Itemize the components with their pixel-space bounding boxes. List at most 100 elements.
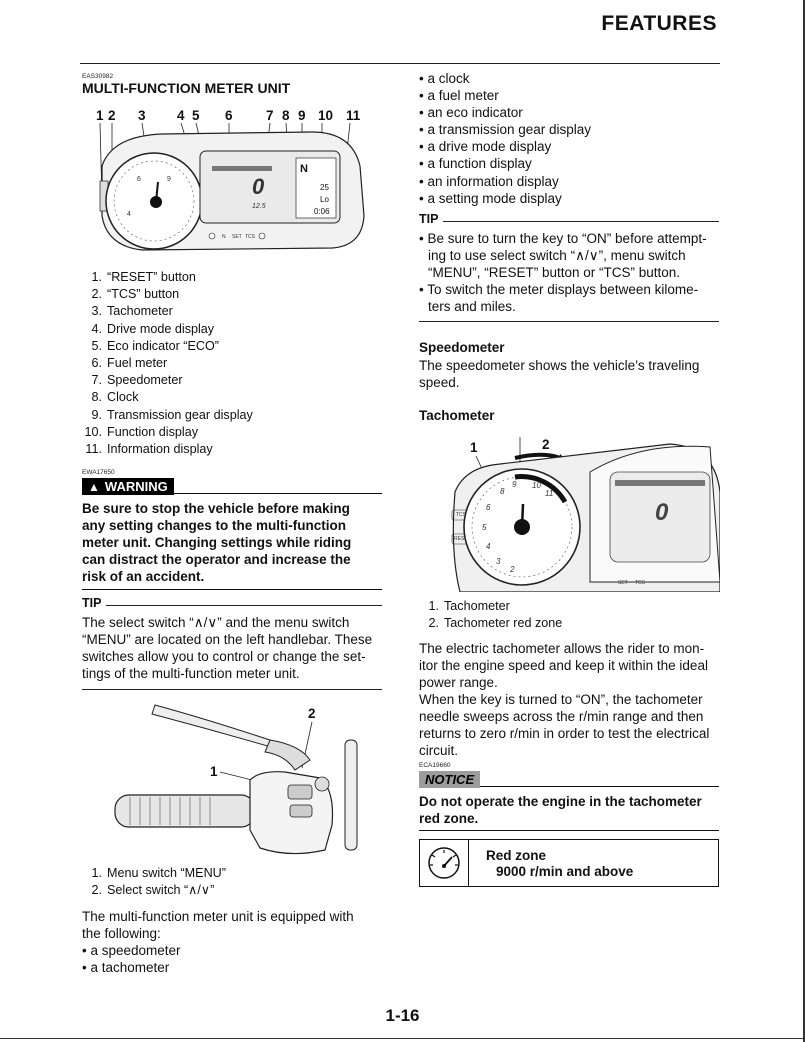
tip-end-rule-right [419,321,719,322]
list-item: 2.Tachometer red zone [428,616,563,631]
speedometer-text: The speedometer shows the vehicle’s trav… [419,358,700,390]
meter-lo-display: Lo [320,195,329,204]
list-item: 11.Information display [85,442,213,457]
handlebar-illustration: 2 1 [110,700,370,860]
red-zone-box: Red zone 9000 r/min and above [419,839,719,887]
svg-text:9: 9 [512,480,517,489]
svg-text:6: 6 [486,503,491,512]
handlebar-callout-2: 2 [308,706,316,721]
warning-end-rule [82,589,382,590]
page-edge-rule [803,0,805,1042]
notice-code: ECA19660 [419,762,451,769]
meter-callout-8: 8 [282,108,290,123]
tachometer-gauge-icon [420,840,469,886]
meter-clock-display: 0:06 [314,207,330,216]
svg-text:TCS: TCS [635,580,646,586]
list-item: 1.Tachometer [428,599,510,613]
meter-callout-7: 7 [266,108,274,123]
list-item: 2.Select switch “∧/∨” [91,883,215,898]
list-item: • a speedometer [82,943,181,958]
list-item: • a fuel meter [419,88,499,104]
svg-text:4: 4 [127,211,131,218]
list-item: • a function display [419,156,532,172]
svg-text:9: 9 [167,176,171,183]
tachometer-parts-list: 1.Tachometer 2.Tachometer red zone [419,598,562,632]
handlebar-callout-1: 1 [210,764,218,779]
list-item: 8.Clock [91,390,139,405]
warning-code: EWA17650 [82,469,115,476]
svg-text:N: N [222,234,226,240]
meter-odo-display: 12.5 [252,203,266,210]
svg-text:SET: SET [618,580,628,586]
svg-text:11: 11 [545,489,553,498]
svg-text:6: 6 [137,176,141,183]
equipped-list-right: • a clock • a fuel meter • an eco indica… [419,70,591,207]
notice-end-rule [419,830,719,831]
red-zone-title: Red zone [486,848,547,863]
meter-gear-display: N [300,163,308,175]
page-number: 1-16 [385,1006,420,1025]
list-item: 10.Function display [84,424,199,439]
list-item: • a drive mode display [419,139,552,155]
tachometer-heading: Tachometer [419,408,495,423]
list-item: 3.Tachometer [91,304,173,319]
warning-text: Be sure to stop the vehicle before makin… [82,501,352,584]
meter-callout-10: 10 [318,108,333,123]
meter-parts-list: 1.“RESET” button 2.“TCS” button 3.Tachom… [82,269,253,458]
svg-text:3: 3 [496,557,501,566]
svg-text:2: 2 [509,565,515,574]
list-item: 9.Transmission gear display [91,407,253,422]
list-item: 1.“RESET” button [91,270,196,284]
meter-callout-9: 9 [298,108,306,123]
tip-text-right: • Be sure to turn the key to “ON” before… [419,231,707,314]
page-header-title: FEATURES [601,12,717,35]
meter-callout-11: 11 [346,108,361,123]
section-code: EAS30982 [82,73,114,80]
meter-callout-1: 1 [96,108,104,123]
list-item: • an information display [419,173,559,189]
handlebar-parts-list: 1.Menu switch “MENU” 2.Select switch “∧/… [82,865,226,899]
equipped-intro: The multi-function meter unit is equippe… [82,909,354,941]
list-item: • a transmission gear display [419,122,592,138]
svg-text:TCS: TCS [456,512,467,518]
list-item: • a clock [419,71,470,86]
list-item: 1.Menu switch “MENU” [91,866,226,880]
tip-end-rule [82,689,382,690]
equipped-list-left: • a speedometer • a tachometer [82,942,181,976]
meter-callout-6: 6 [225,108,233,123]
header-rule [80,63,720,64]
tip-header: TIP [82,596,382,610]
list-item: 7.Speedometer [91,373,183,388]
red-zone-value: 9000 r/min and above [496,864,634,879]
section-title: MULTI-FUNCTION METER UNIT [82,80,291,96]
meter-callout-4: 4 [177,108,185,123]
list-item: 5.Eco indicator “ECO” [91,338,219,353]
tip-text: The select switch “∧/∨” and the menu swi… [82,615,373,681]
tach-callout-1: 1 [470,440,478,455]
list-item: 2.“TCS” button [91,287,180,302]
notice-header: NOTICE [419,771,719,788]
svg-text:0: 0 [655,499,669,526]
warning-header: ▲WARNING [82,478,382,495]
svg-text:5: 5 [482,523,487,532]
svg-text:0: 0 [252,174,265,199]
list-item: • a setting mode display [419,190,562,206]
meter-illustration: 1 2 3 4 5 6 7 8 9 10 11 [82,106,382,256]
svg-text:RESET: RESET [454,536,471,542]
meter-temp-display: 25 [320,183,329,192]
svg-text:TCS: TCS [245,234,256,240]
list-item: • an eco indicator [419,105,523,121]
meter-callout-5: 5 [192,108,200,123]
meter-callout-2: 2 [108,108,116,123]
meter-callout-3: 3 [138,108,146,123]
svg-text:4: 4 [486,542,491,551]
tach-callout-2: 2 [542,437,550,452]
list-item: 6.Fuel meter [91,356,168,371]
svg-text:SET: SET [232,234,242,240]
tachometer-text: The electric tachometer allows the rider… [419,641,710,758]
speedometer-heading: Speedometer [419,340,505,355]
list-item: • a tachometer [82,960,170,976]
svg-text:10: 10 [532,481,541,490]
list-item: 4.Drive mode display [91,321,215,336]
